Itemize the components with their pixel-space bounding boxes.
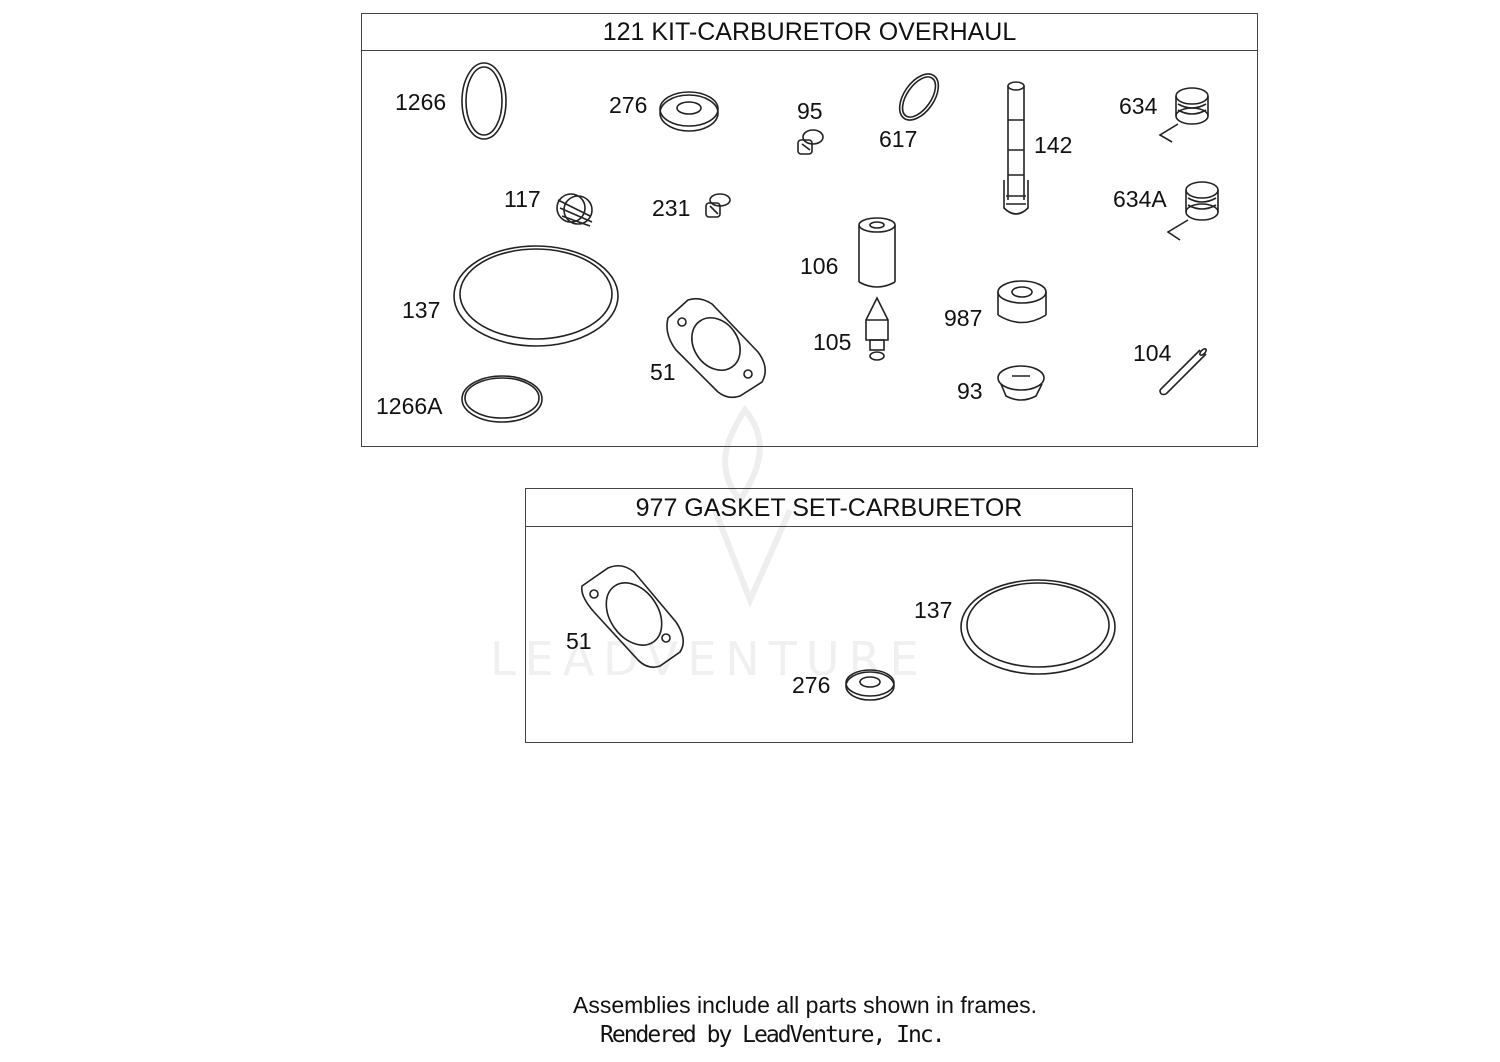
part-117-spring-icon <box>556 193 593 227</box>
gasket-set-51-gasket-icon <box>580 564 684 668</box>
callout-231[interactable]: 231 <box>652 195 691 221</box>
part-987-washer-icon <box>997 280 1047 324</box>
callout-137[interactable]: 137 <box>402 297 441 323</box>
part-51-gasket-icon <box>666 297 766 399</box>
callout-617[interactable]: 617 <box>879 126 918 152</box>
callout-1266[interactable]: 1266 <box>395 89 447 115</box>
callout-104[interactable]: 104 <box>1133 340 1172 366</box>
part-93-plug-icon <box>997 365 1045 401</box>
part-105-needle-icon <box>865 296 889 361</box>
gasket-set-276-washer-icon <box>845 669 895 701</box>
assemblies-note: Assemblies include all parts shown in fr… <box>573 992 1038 1018</box>
part-142-nozzle-icon <box>1003 81 1029 215</box>
callout-gasket-137[interactable]: 137 <box>914 597 953 623</box>
watermark: LEADVENTURE <box>490 632 928 686</box>
callout-117[interactable]: 117 <box>504 186 541 212</box>
callout-987[interactable]: 987 <box>944 305 983 331</box>
gasket-set-137-gasket-icon <box>960 579 1116 675</box>
part-617-oring-icon <box>898 73 940 121</box>
callout-634a[interactable]: 634A <box>1113 186 1167 212</box>
callout-95[interactable]: 95 <box>797 98 823 124</box>
part-137-gasket-icon <box>453 245 619 347</box>
part-1266-oring-icon <box>461 62 507 140</box>
part-634a-spring-icon <box>1166 181 1219 241</box>
callout-gasket-276[interactable]: 276 <box>792 672 831 698</box>
kit-carburetor-overhaul-frame: 121 KIT-CARBURETOR OVERHAUL <box>361 13 1258 447</box>
rendered-by-credit: Rendered by LeadVenture, Inc. <box>600 1022 946 1048</box>
part-104-pin-icon <box>1159 348 1207 396</box>
gasket-frame-title: 977 GASKET SET-CARBURETOR <box>526 489 1132 527</box>
callout-106[interactable]: 106 <box>800 253 839 279</box>
part-95-screw-icon <box>797 129 824 155</box>
part-231-screw-icon <box>705 193 731 218</box>
callout-276[interactable]: 276 <box>609 92 648 118</box>
gasket-set-carburetor-frame: 977 GASKET SET-CARBURETOR <box>525 488 1133 743</box>
callout-93[interactable]: 93 <box>957 378 983 404</box>
callout-634[interactable]: 634 <box>1119 93 1158 119</box>
callout-105[interactable]: 105 <box>813 329 852 355</box>
callout-gasket-51[interactable]: 51 <box>566 628 592 654</box>
part-106-seat-icon <box>858 217 896 288</box>
callout-51[interactable]: 51 <box>650 359 676 385</box>
callout-1266a[interactable]: 1266A <box>376 393 443 419</box>
callout-142[interactable]: 142 <box>1034 132 1073 158</box>
part-634-spring-icon <box>1158 87 1209 143</box>
watermark-logo-icon <box>712 404 793 608</box>
kit-frame-title: 121 KIT-CARBURETOR OVERHAUL <box>362 14 1257 51</box>
part-1266a-oring-icon <box>461 375 543 423</box>
part-276-washer-icon <box>659 91 719 132</box>
